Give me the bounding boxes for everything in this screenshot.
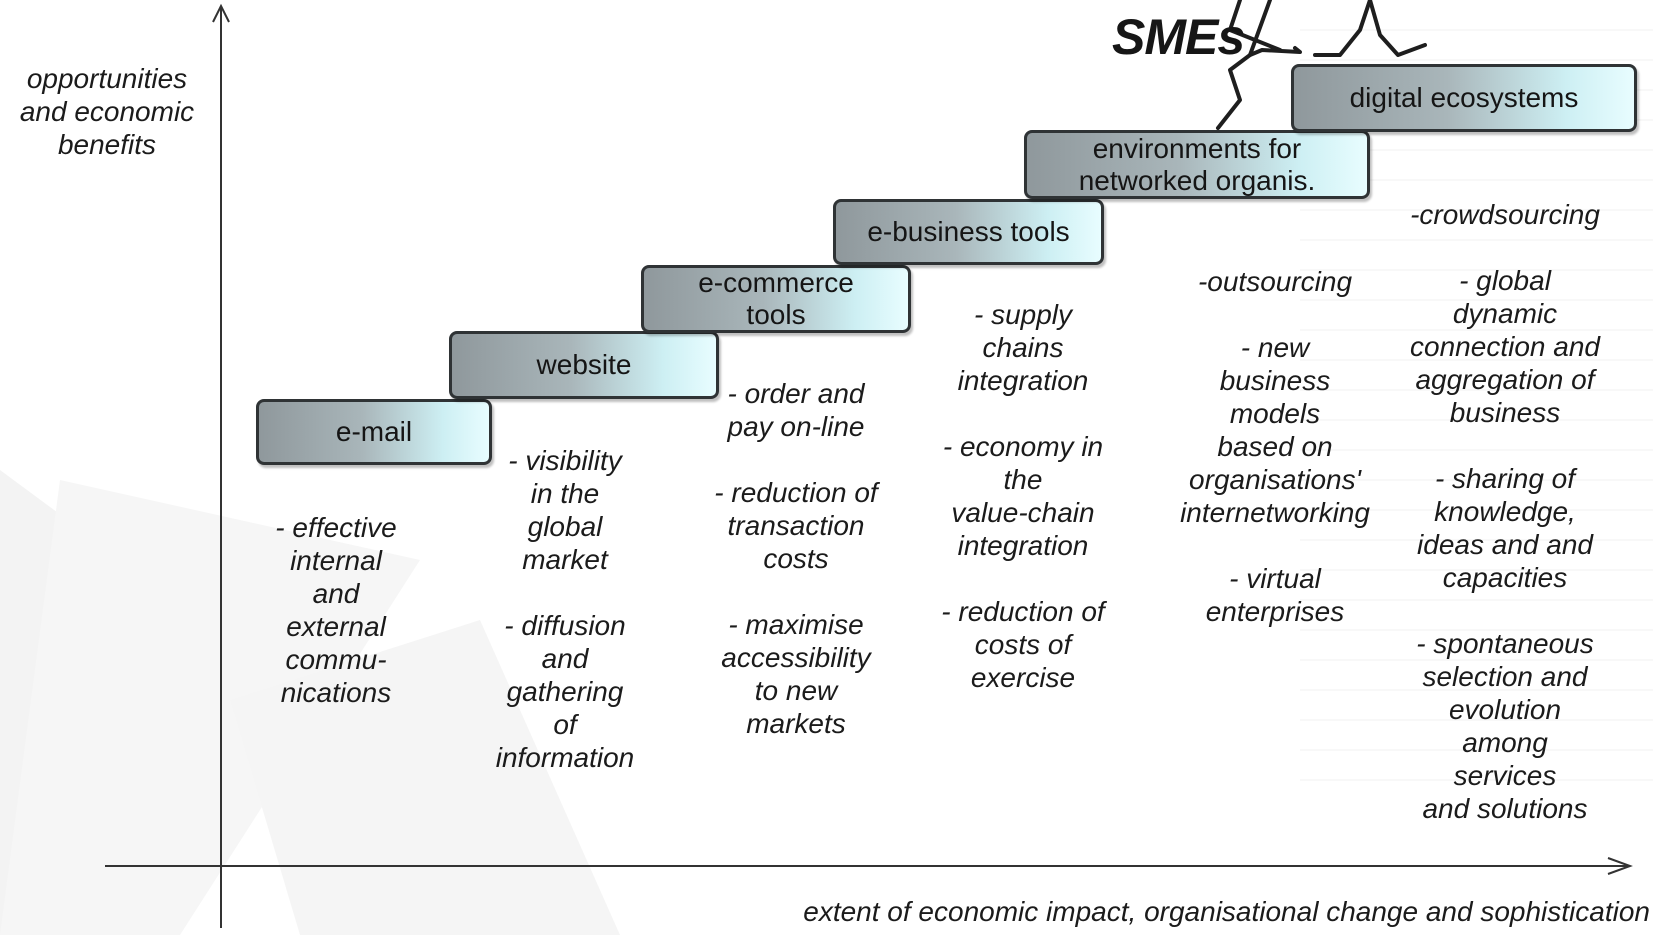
benefits-networked-organisations: -outsourcing - new business models based… xyxy=(1150,265,1400,628)
step-label: e-mail xyxy=(335,416,413,447)
y-axis-label: opportunities and economic benefits xyxy=(19,63,195,160)
step-e-commerce-tools: e-commerce tools xyxy=(641,265,911,333)
stick-figure-icon xyxy=(1216,0,1427,130)
benefit-item: - diffusion and gathering of information xyxy=(495,610,635,773)
step-label: e-business tools xyxy=(867,216,1070,247)
benefit-item: - virtual enterprises xyxy=(1205,563,1345,627)
step-label: website xyxy=(536,349,632,380)
step-label: e-commerce tools xyxy=(698,267,854,330)
y-axis xyxy=(212,3,230,928)
step-e-mail: e-mail xyxy=(256,399,492,465)
benefit-item: - global dynamic connection and aggregat… xyxy=(1410,265,1600,428)
benefit-item: - maximise accessibility to new markets xyxy=(721,609,871,739)
benefit-item: -crowdsourcing xyxy=(1410,199,1600,230)
benefit-item: - economy in the value-chain integration xyxy=(942,431,1104,561)
benefit-item: - order and pay on-line xyxy=(727,378,865,442)
step-label: digital ecosystems xyxy=(1349,82,1579,113)
step-e-business-tools: e-business tools xyxy=(833,199,1104,265)
step-digital-ecosystems: digital ecosystems xyxy=(1291,64,1637,132)
benefits-e-commerce: - order and pay on-line - reduction of t… xyxy=(686,377,906,740)
benefits-e-business: - supply chains integration - economy in… xyxy=(918,298,1128,694)
benefit-item: - visibility in the global market xyxy=(508,445,622,575)
benefit-item: - spontaneous selection and evolution am… xyxy=(1416,628,1594,824)
benefit-item: - reduction of transaction costs xyxy=(714,477,878,574)
step-networked-organisations: environments for networked organis. xyxy=(1024,130,1370,199)
x-axis-label: extent of economic impact, organisationa… xyxy=(803,896,1650,927)
step-website: website xyxy=(449,331,719,399)
benefit-item: - supply chains integration xyxy=(957,299,1089,396)
smes-label: SMEs xyxy=(1112,9,1245,65)
benefit-item: -outsourcing xyxy=(1197,266,1353,297)
benefits-e-mail: - effective internal and external commu-… xyxy=(236,511,436,709)
x-axis xyxy=(105,857,1633,875)
benefit-item: - effective internal and external commu-… xyxy=(275,512,397,708)
benefit-item: - reduction of costs of exercise xyxy=(941,596,1105,693)
benefit-item: - new business models based on organisat… xyxy=(1180,332,1370,528)
step-label: environments for networked organis. xyxy=(1078,132,1316,196)
benefit-item: - sharing of knowledge, ideas and and ca… xyxy=(1417,463,1593,593)
benefits-digital-ecosystems: -crowdsourcing - global dynamic connecti… xyxy=(1380,198,1630,825)
benefits-website: - visibility in the global market - diff… xyxy=(470,444,660,774)
